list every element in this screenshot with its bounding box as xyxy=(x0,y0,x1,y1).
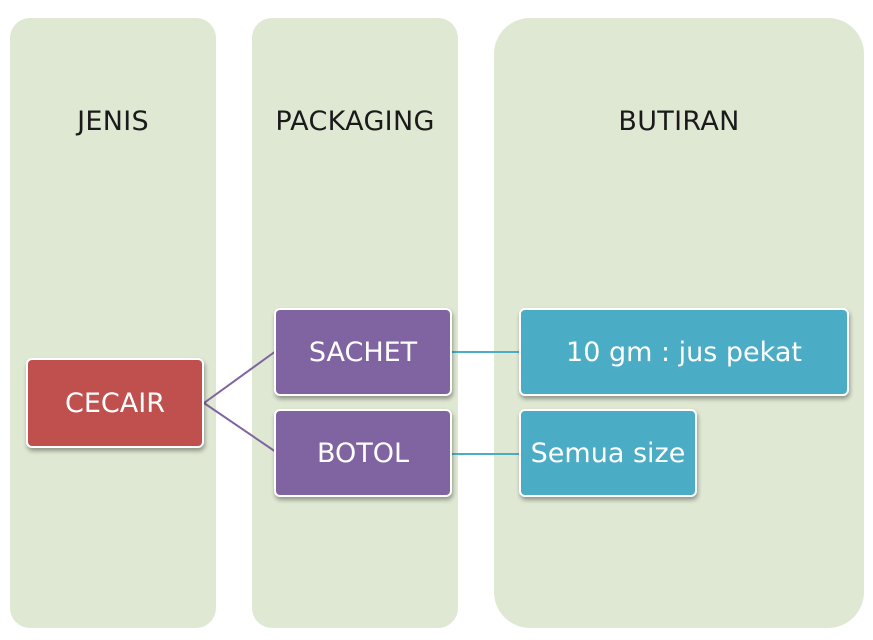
column-header-jenis: JENIS xyxy=(77,106,149,137)
node-botol-detail: Semua size xyxy=(519,409,697,497)
connector-cecair-sachet xyxy=(203,350,277,404)
node-cecair: CECAIR xyxy=(26,358,204,448)
column-header-packaging: PACKAGING xyxy=(275,106,435,137)
node-botol: BOTOL xyxy=(274,409,452,497)
connector-cecair-botol xyxy=(203,402,277,453)
node-sachet-detail: 10 gm : jus pekat xyxy=(519,308,849,396)
node-sachet: SACHET xyxy=(274,308,452,396)
column-jenis: JENIS xyxy=(10,18,216,628)
column-header-butiran: BUTIRAN xyxy=(618,106,740,137)
